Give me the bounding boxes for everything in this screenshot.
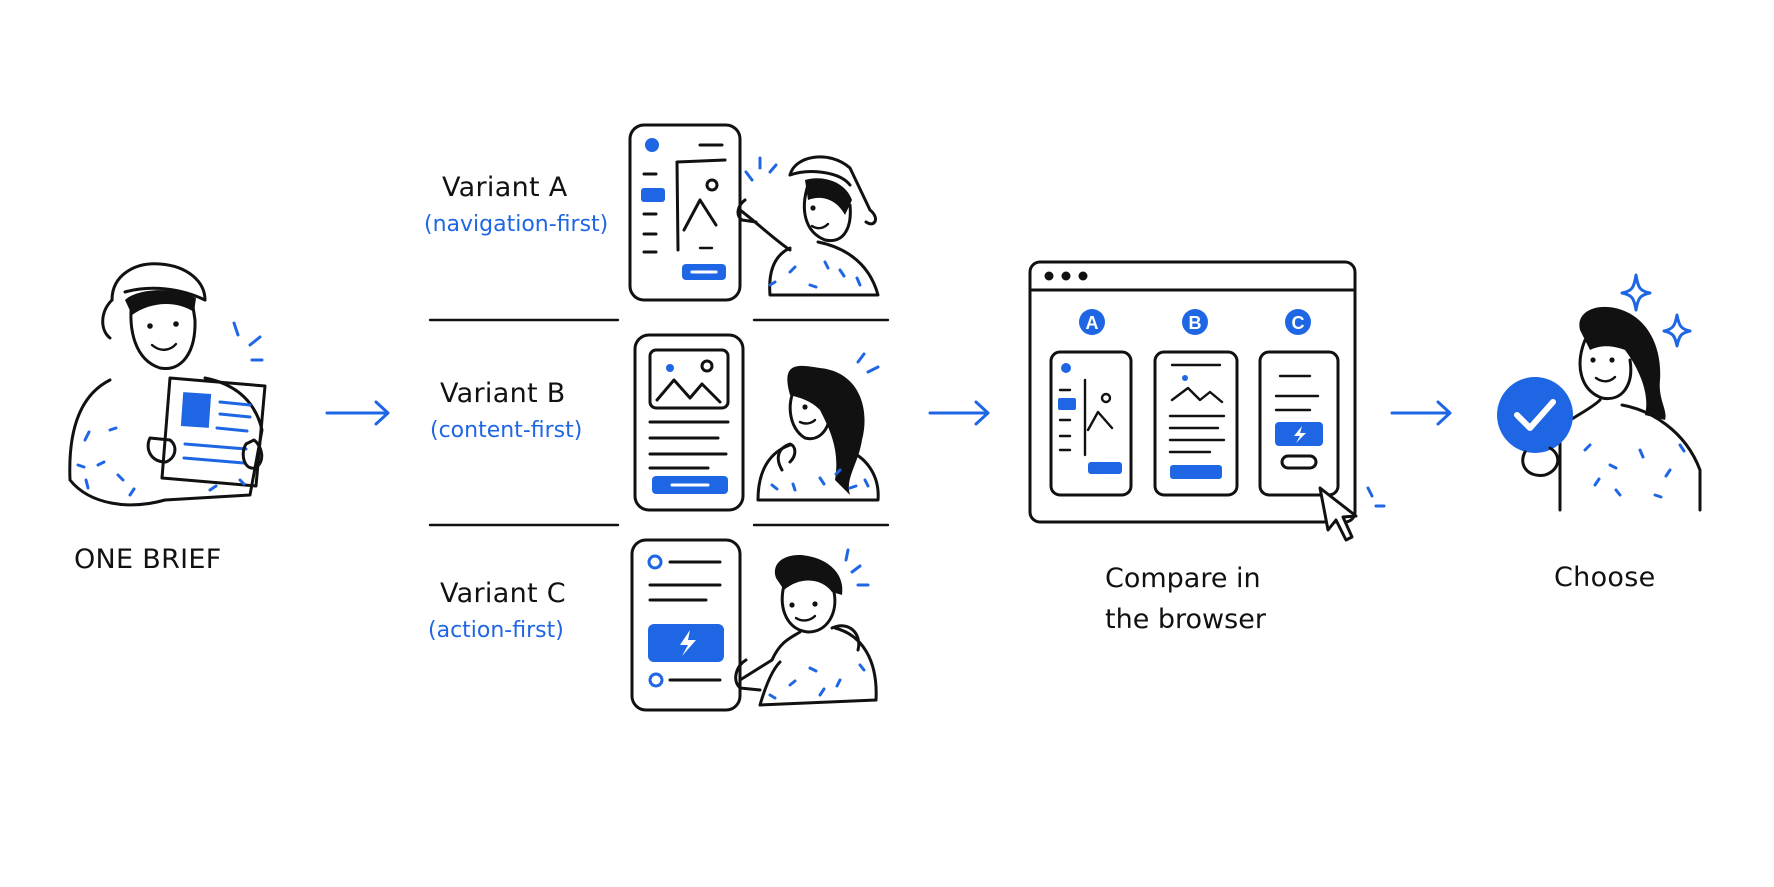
- variant-b-title: Variant B: [440, 378, 566, 409]
- badge-b-label: B: [1189, 313, 1202, 333]
- badge-b: B: [1182, 309, 1208, 335]
- brief-label: ONE BRIEF: [74, 544, 222, 575]
- arrow-right-icon: [325, 400, 390, 426]
- mini-phone-b: [1153, 350, 1239, 497]
- choose-label: Choose: [1554, 562, 1656, 593]
- variant-c-subtitle: (action-first): [428, 618, 564, 643]
- mini-phone-a: [1049, 350, 1133, 497]
- variant-a-subtitle: (navigation-first): [424, 212, 609, 237]
- person-choosing: [1497, 306, 1702, 512]
- arrow-right-icon: [928, 400, 990, 426]
- person-holding-brief: [68, 262, 267, 507]
- badge-a: A: [1079, 309, 1105, 335]
- checkmark-icon: [1497, 377, 1573, 453]
- mini-phone-c: [1258, 350, 1340, 497]
- phone-mockup-variant-b: [633, 333, 745, 512]
- variant-separators: [428, 318, 890, 527]
- arrow-right-icon: [1390, 400, 1452, 426]
- browser-caption: Compare in the browser: [1105, 558, 1266, 640]
- browser-window: A B C: [1028, 260, 1357, 524]
- lightning-bolt-icon: [680, 630, 696, 656]
- person-thinking-variant-b: [756, 352, 880, 502]
- badge-c: C: [1285, 309, 1311, 335]
- sparkle-icon: [1620, 273, 1692, 348]
- variant-a-title: Variant A: [442, 172, 568, 203]
- browser-caption-line2: the browser: [1105, 604, 1266, 635]
- variant-b-subtitle: (content-first): [430, 418, 583, 443]
- cursor-icon: [1318, 486, 1386, 542]
- browser-caption-line1: Compare in: [1105, 563, 1261, 594]
- variant-c-title: Variant C: [440, 578, 566, 609]
- person-pointing-variant-a: [736, 155, 880, 297]
- person-pointing-variant-c: [734, 548, 878, 707]
- phone-mockup-variant-c: [630, 538, 742, 712]
- phone-mockup-variant-a: [628, 123, 742, 302]
- badge-a-label: A: [1086, 313, 1099, 333]
- badge-c-label: C: [1292, 313, 1305, 333]
